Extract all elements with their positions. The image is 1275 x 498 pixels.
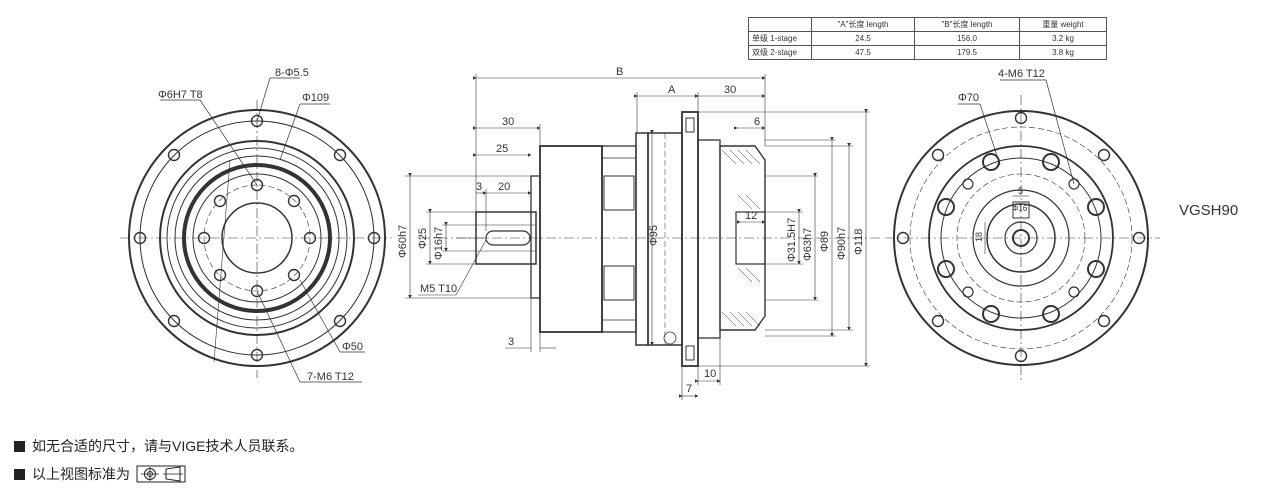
table-cell: 3.2 kg: [1019, 31, 1107, 46]
pilot-label: Φ6H7 T8: [158, 89, 203, 101]
dia-16: Φ16h7: [433, 227, 445, 260]
tapped-label: 7-M6 T12: [307, 371, 354, 383]
dim-10: 10: [704, 368, 716, 380]
left-view-labels: 8-Φ5.5 Φ6H7 T8 Φ109 Φ50 7-M6 T12: [158, 67, 363, 383]
key-height-label: 18: [974, 232, 984, 242]
outer-bolt-holes: [133, 114, 381, 362]
pcd-inner-label: Φ50: [342, 341, 363, 353]
right-pcd-label: Φ70: [958, 92, 979, 104]
note-view-standard: 以上视图标准为: [14, 464, 186, 484]
dia-90: Φ90h7: [836, 227, 848, 260]
note-contact-text: 如无合适的尺寸，请与VIGE技术人员联系。: [32, 438, 304, 454]
table-cell: 24.5: [811, 31, 915, 46]
dim-6: 6: [754, 116, 760, 128]
dia-60: Φ60h7: [397, 225, 409, 258]
dim-3-bottom: 3: [508, 336, 514, 348]
table-header-cell: "B"长度 length: [914, 17, 1020, 32]
dim-a: A: [668, 84, 676, 96]
note-contact: 如无合适的尺寸，请与VIGE技术人员联系。: [14, 436, 303, 456]
dim-3-top: 3: [476, 181, 482, 193]
table-cell: 双级 2-stage: [748, 45, 812, 60]
bullet-square-icon: [14, 440, 25, 452]
table-header-cell: 重量 weight: [1019, 17, 1107, 32]
dim-7: 7: [686, 383, 692, 395]
dim-b: B: [616, 66, 623, 78]
bore-label: Φ16: [1012, 204, 1028, 213]
side-view: [405, 74, 880, 400]
dia-95: Φ95: [648, 225, 660, 246]
dia-63: Φ63h7: [802, 228, 814, 261]
bullet-square-icon: [14, 468, 25, 480]
table-cell: 179.5: [914, 45, 1020, 60]
right-tapped-label: 4-M6 T12: [998, 68, 1045, 80]
dim-20: 20: [498, 181, 510, 193]
table-header-row: "A"长度 length "B"长度 length 重量 weight: [748, 17, 1107, 32]
dia-118: Φ118: [853, 229, 865, 255]
table-row: 单级 1-stage 24.5 156.0 3.2 kg: [748, 31, 1107, 46]
side-view-labels: B A 30 30 25 20 3 6 12 M5 T10 3 10 7 Φ60…: [397, 66, 865, 395]
output-bolt-holes: [937, 153, 1105, 323]
dim-30-right: 30: [724, 84, 736, 96]
pcd-outer-label: Φ109: [302, 92, 329, 104]
inner-tapped-holes: [197, 178, 317, 298]
dia-89: Φ89: [819, 231, 831, 252]
key-width-label: 5: [1018, 186, 1023, 196]
table-row: 双级 2-stage 47.5 179.5 3.8 kg: [748, 45, 1107, 60]
holes-outer-label: 8-Φ5.5: [275, 67, 309, 79]
right-output-view: [885, 79, 1160, 380]
table-header-cell: "A"长度 length: [811, 17, 915, 32]
table-cell: 单级 1-stage: [748, 31, 812, 46]
thread-label: M5 T10: [420, 283, 457, 295]
projection-symbol-icon: [136, 465, 186, 483]
dim-25: 25: [496, 143, 508, 155]
spec-table: "A"长度 length "B"长度 length 重量 weight 单级 1…: [748, 17, 1107, 60]
table-header-cell: [748, 17, 812, 32]
right-view-labels: 4-M6 T12 Φ70 5 Φ16 18: [958, 68, 1045, 242]
table-cell: 47.5: [811, 45, 915, 60]
dia-25: Φ25: [417, 228, 429, 249]
note-view-text: 以上视图标准为: [32, 466, 130, 482]
output-outer-holes: [896, 111, 1146, 363]
left-flange-view: [120, 77, 392, 383]
table-cell: 3.8 kg: [1019, 45, 1107, 60]
model-label: VGSH90: [1179, 202, 1239, 219]
dim-12: 12: [745, 210, 757, 222]
dim-30-left: 30: [502, 116, 514, 128]
table-cell: 156.0: [914, 31, 1020, 46]
dia-31-5: Φ31.5H7: [786, 218, 798, 262]
